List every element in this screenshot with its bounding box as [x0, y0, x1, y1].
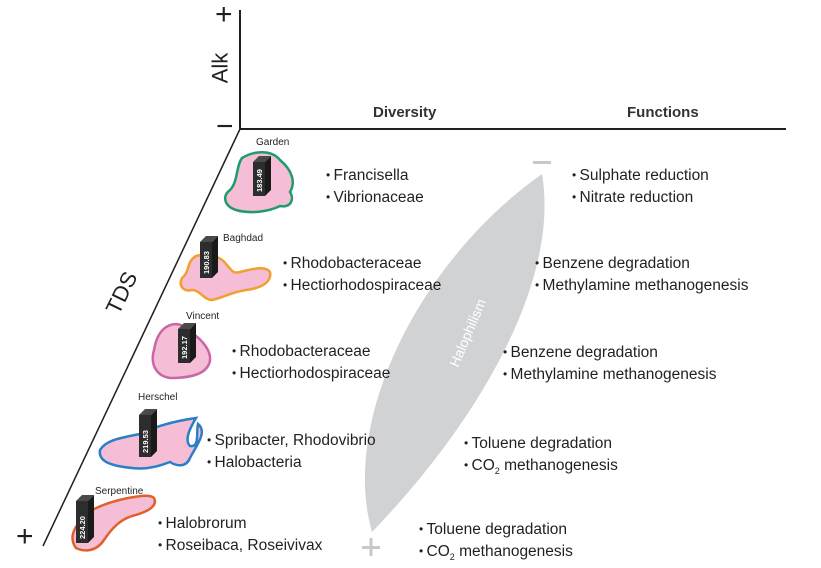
- halophilism-minus-icon: [533, 161, 551, 164]
- diversity-header: Diversity: [373, 104, 437, 121]
- site-serpentine-value: 224.20: [78, 516, 87, 539]
- baghdad-diversity-list: Rhodobacteraceae Hectiorhodospiraceae: [283, 253, 442, 297]
- diversity-item: Francisella: [326, 165, 424, 187]
- function-item: CO2 methanogenesis: [419, 541, 573, 568]
- garden-diversity-list: Francisella Vibrionaceae: [326, 165, 424, 209]
- vincent-diversity-list: Rhodobacteraceae Hectiorhodospiraceae: [232, 341, 391, 385]
- herschel-diversity-list: Spribacter, Rhodovibrio Halobacteria: [207, 430, 376, 474]
- diversity-item: Rhodobacteraceae: [283, 253, 441, 275]
- diversity-item: Rhodobacteraceae: [232, 341, 390, 363]
- function-item: Methylamine methanogenesis: [535, 275, 749, 297]
- function-item: CO2 methanogenesis: [464, 455, 618, 482]
- site-garden-bar: 183.49: [253, 156, 271, 196]
- serpentine-diversity-list: Halobrorum Roseibaca, Roseivivax: [158, 513, 323, 557]
- site-herschel-value: 219.53: [141, 430, 150, 453]
- alk-plus-sign: +: [215, 0, 233, 31]
- diversity-item: Hectiorhodospiraceae: [232, 363, 391, 385]
- functions-header: Functions: [627, 104, 699, 121]
- halophilism-lens: [364, 174, 545, 532]
- herschel-functions-list: Toluene degradation CO2 methanogenesis: [464, 433, 618, 482]
- site-vincent-value: 192.17: [180, 336, 189, 359]
- alk-minus-sign: −: [216, 110, 234, 143]
- baghdad-functions-list: Benzene degradation Methylamine methanog…: [535, 253, 749, 297]
- tds-plus-sign: +: [16, 520, 34, 553]
- halophilism-plus-icon: [362, 538, 380, 556]
- site-vincent-label: Vincent: [186, 311, 220, 322]
- function-item: Benzene degradation: [535, 253, 748, 275]
- function-item: Sulphate reduction: [572, 165, 709, 187]
- diversity-item: Spribacter, Rhodovibrio: [207, 430, 376, 452]
- diversity-item: Halobrorum: [158, 513, 322, 535]
- site-herschel-label: Herschel: [138, 392, 178, 403]
- site-herschel-bar: 219.53: [139, 409, 157, 457]
- tds-axis-line: [42, 128, 241, 547]
- site-baghdad-value: 190.83: [202, 251, 211, 274]
- function-item: Toluene degradation: [464, 433, 618, 455]
- function-item: Benzene degradation: [503, 342, 716, 364]
- function-item: Toluene degradation: [419, 519, 573, 541]
- site-serpentine-bar: 224.20: [76, 495, 94, 543]
- serpentine-functions-list: Toluene degradation CO2 methanogenesis: [419, 519, 573, 568]
- site-baghdad-bar: 190.83: [200, 236, 218, 278]
- diversity-item: Vibrionaceae: [326, 187, 424, 209]
- site-serpentine-label: Serpentine: [95, 486, 144, 497]
- function-item: Nitrate reduction: [572, 187, 709, 209]
- diversity-item: Roseibaca, Roseivivax: [158, 535, 323, 557]
- site-garden-value: 183.49: [255, 169, 264, 192]
- vincent-functions-list: Benzene degradation Methylamine methanog…: [503, 342, 717, 386]
- site-baghdad-blob: [179, 253, 272, 302]
- garden-functions-list: Sulphate reduction Nitrate reduction: [572, 165, 709, 209]
- site-vincent-bar: 192.17: [178, 323, 196, 363]
- site-garden-label: Garden: [256, 137, 290, 148]
- alk-axis-label: Alk: [207, 52, 233, 84]
- function-item: Methylamine methanogenesis: [503, 364, 717, 386]
- diversity-item: Halobacteria: [207, 452, 376, 474]
- site-baghdad-label: Baghdad: [223, 233, 264, 244]
- diversity-item: Hectiorhodospiraceae: [283, 275, 442, 297]
